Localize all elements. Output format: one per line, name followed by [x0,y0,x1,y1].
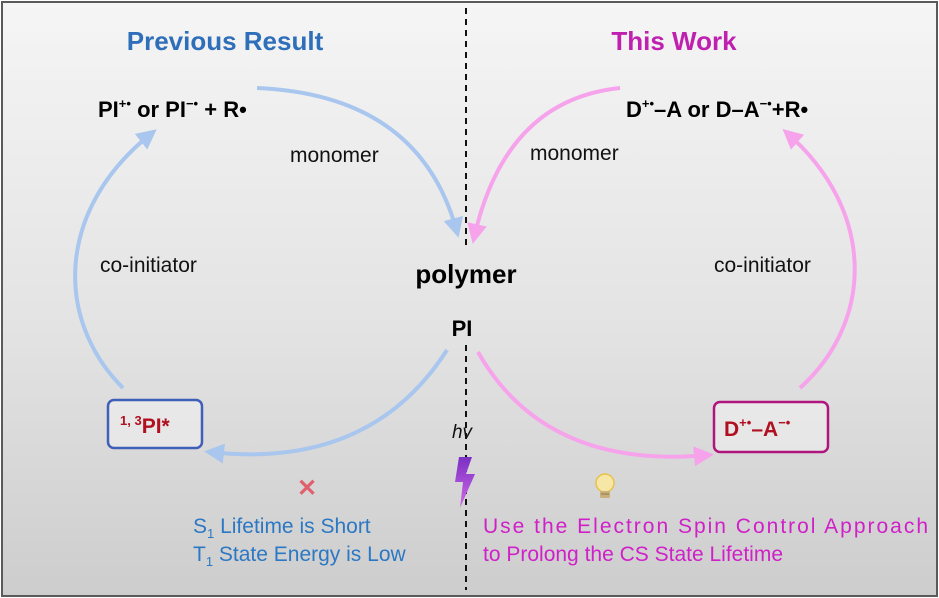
right-cs-state-box [712,400,830,454]
left-note-line1: S1 Lifetime is Short [193,515,371,541]
right-monomer-label: monomer [530,142,619,165]
red-cross-icon: ✕ [297,475,317,502]
hv-label: hv [452,422,474,443]
left-monomer-label: monomer [290,144,379,167]
right-arrow-monomer [467,86,621,244]
right-cs-state-label: D+•–A−• [724,415,791,441]
polymer-label: polymer [415,259,516,289]
right-arrow-coinitiator [782,129,857,390]
right-heading: This Work [611,26,737,56]
photoinitiator-label: PI [452,316,473,341]
right-coinitiator-label: co-initiator [714,254,811,277]
lightbulb-icon [595,473,615,498]
right-arrow-excitation [476,351,714,467]
right-top-species: D+•–A or D–A−•+R• [626,96,808,122]
left-note-line2: T1 State Energy is Low [193,543,406,569]
left-excited-state-label: 1, 3PI* [120,413,171,438]
left-top-species: PI+• or PI−• + R• [98,96,247,122]
left-arrow-coinitiator [73,129,157,390]
right-note-line1: Use the Electron Spin Control Approach [483,515,928,538]
left-excited-state-box [106,398,204,450]
lightning-icon [455,457,475,508]
left-heading: Previous Result [127,26,324,56]
left-coinitiator-label: co-initiator [100,254,197,277]
left-arrow-monomer [256,86,463,238]
left-arrow-excitation [204,348,449,464]
right-note-line2: to Prolong the CS State Lifetime [483,543,783,566]
